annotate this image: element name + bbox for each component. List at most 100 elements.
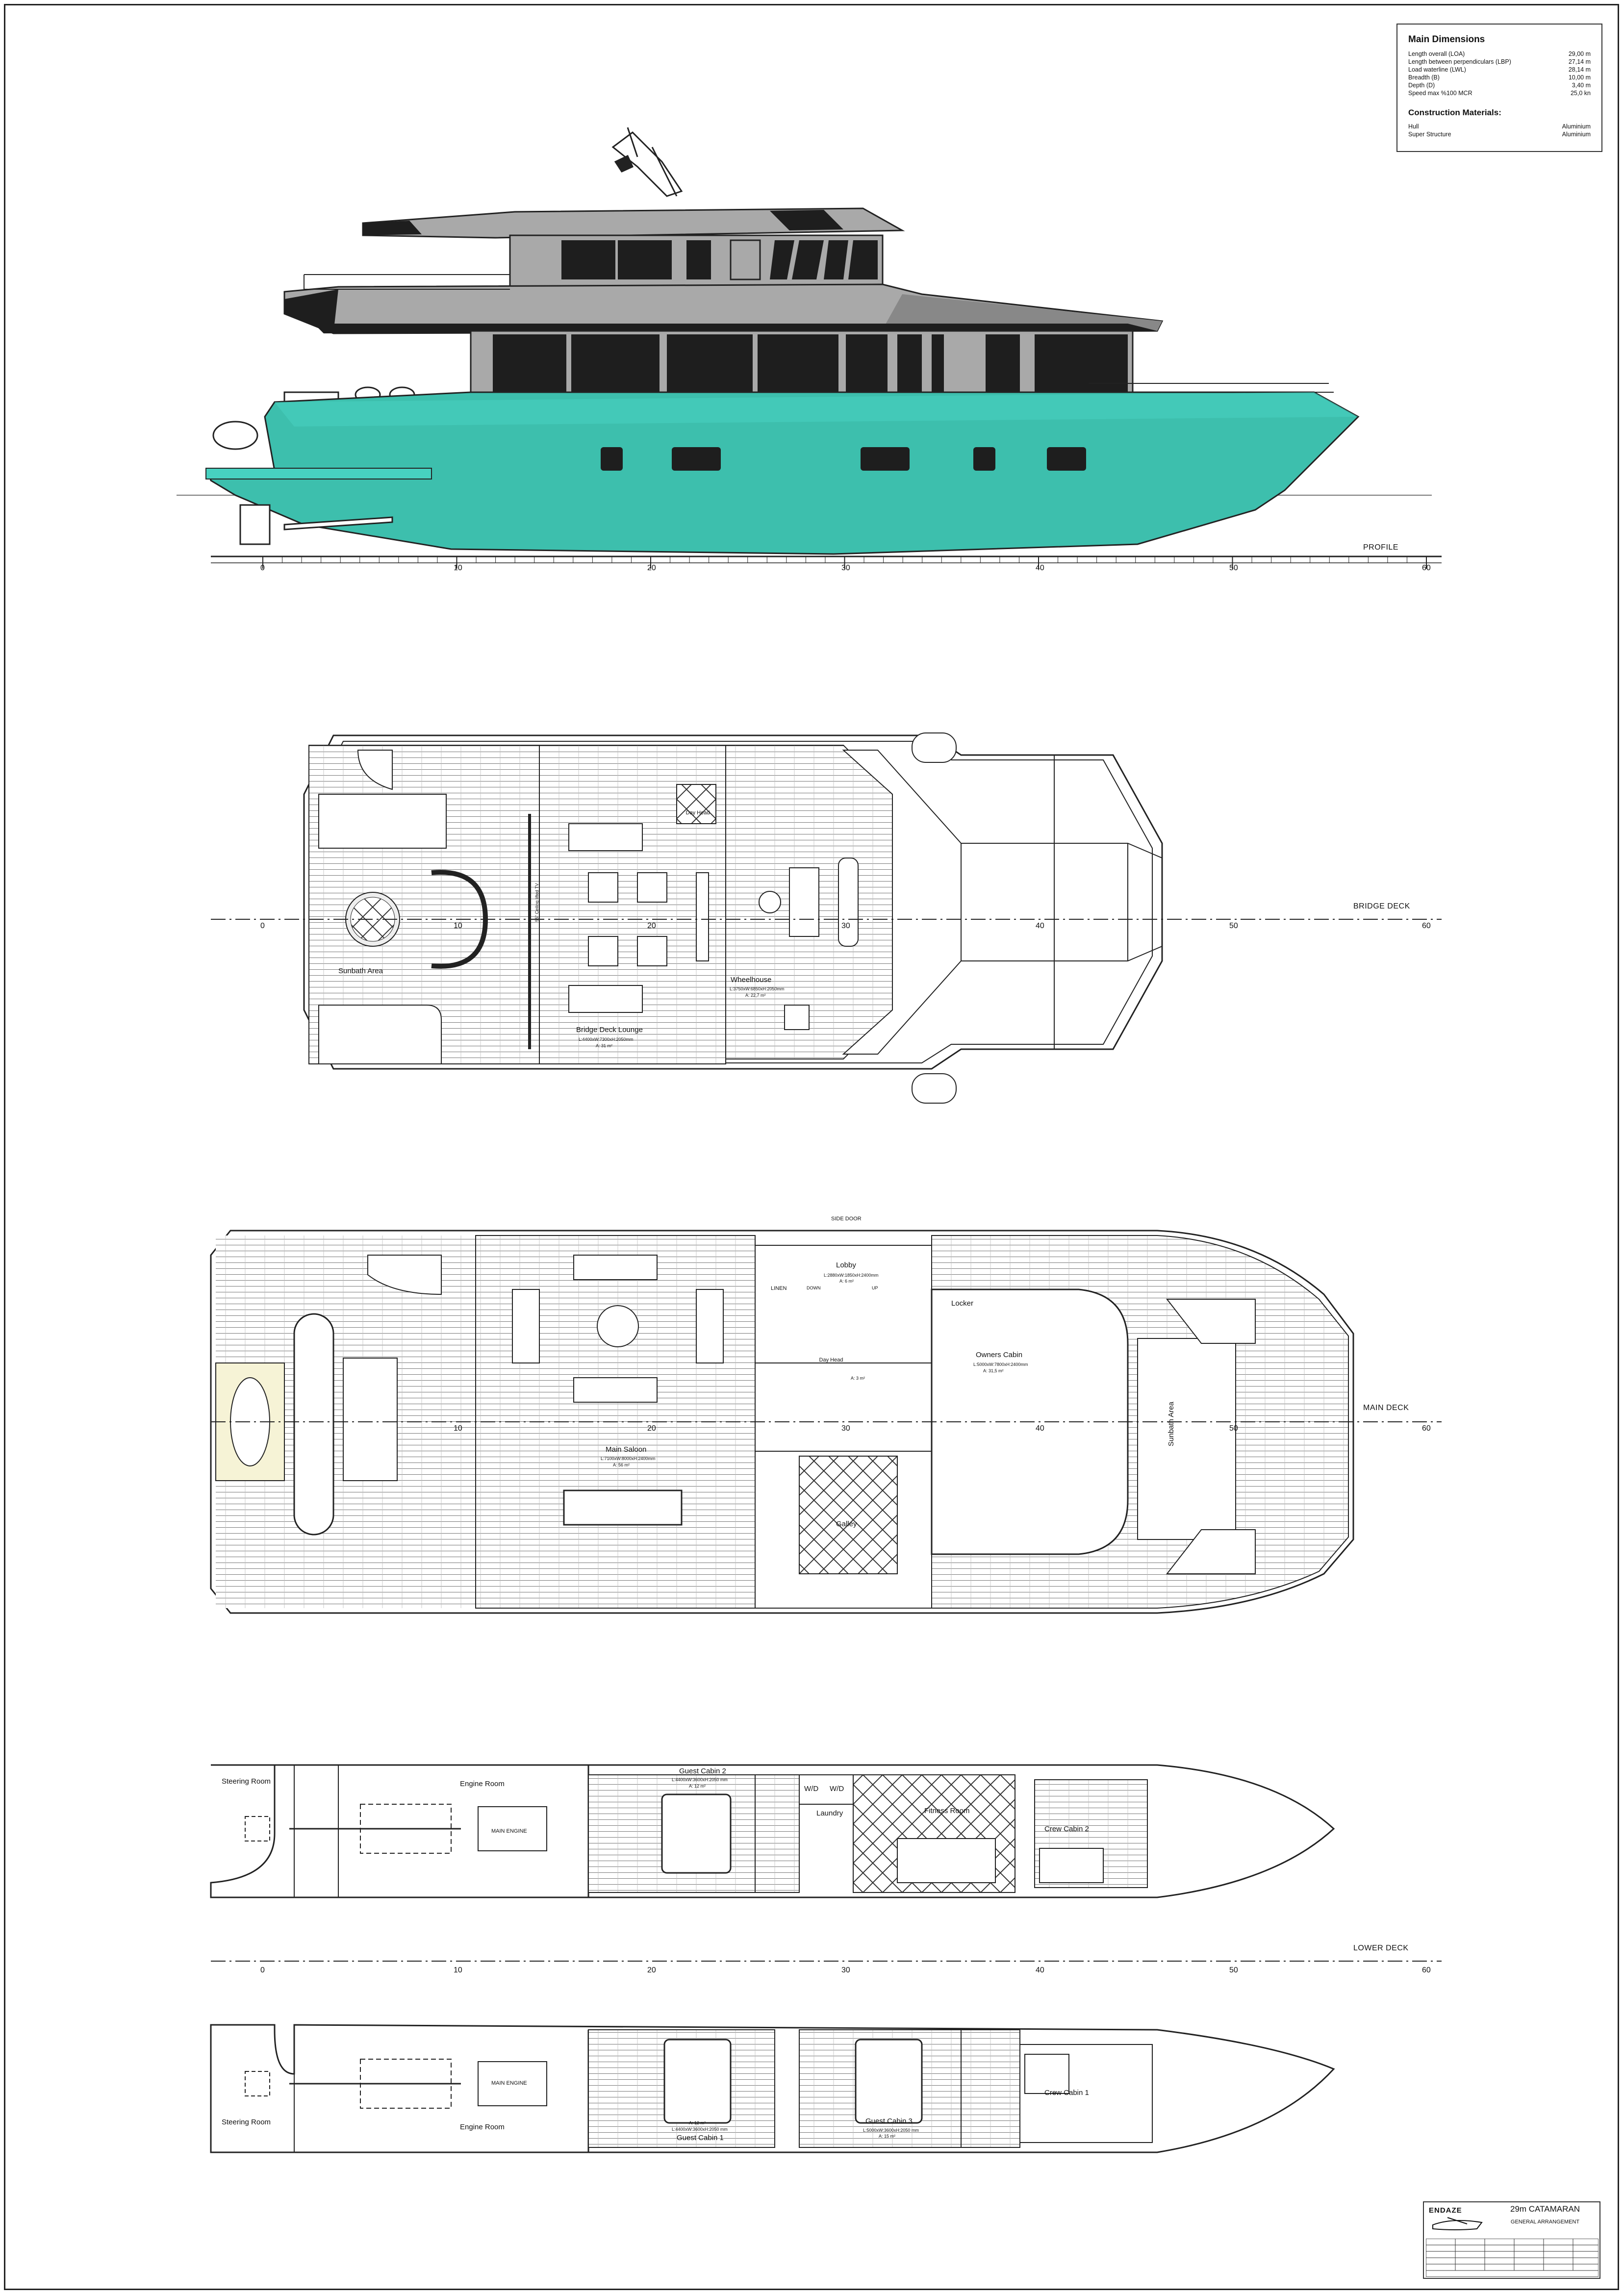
scale-tick: 0 (260, 922, 265, 930)
galley-label: Galley (836, 1520, 857, 1528)
dimension-row: Load waterline (LWL)28,14 m (1408, 66, 1591, 73)
scale-tick: 60 (1422, 1424, 1431, 1433)
bridge-sunbath-label: Sunbath Area (338, 967, 383, 975)
main-dimensions-table: Main Dimensions Length overall (LOA)29,0… (1396, 24, 1602, 152)
scale-tick: 30 (841, 922, 850, 930)
dimension-row: Breadth (B)10,00 m (1408, 74, 1591, 81)
lobby-dims: L:2880xW:1850xH:2400mm (824, 1273, 879, 1278)
scale-tick: 10 (454, 564, 462, 572)
crew-cabin-2-label: Crew Cabin 2 (1044, 1825, 1089, 1833)
profile-view (177, 127, 1442, 569)
bridge-deck-label: BRIDGE DECK (1353, 902, 1410, 910)
title-block: ENDAZE 29m CATAMARAN GENERAL ARRANGEMENT (1423, 2201, 1600, 2279)
dimension-row: Length overall (LOA)29,00 m (1408, 50, 1591, 57)
guest-cabin-1-dims: L:4400xW:3600xH:2050 mm (672, 2127, 728, 2132)
scale-tick: 20 (647, 922, 656, 930)
scale-tick: 50 (1229, 922, 1238, 930)
dimensions-title: Main Dimensions (1408, 34, 1485, 45)
bridge-lounge-area: A: 31 m² (596, 1043, 613, 1048)
hull-portholes (601, 447, 1086, 471)
materials-title: Construction Materials: (1408, 108, 1501, 117)
scale-tick: 10 (454, 922, 462, 930)
lobby-label: Lobby (836, 1261, 856, 1269)
scale-tick: 40 (1036, 564, 1044, 572)
main-sunbath-label: Sunbath Area (1167, 1402, 1175, 1446)
lower2-main-engine-label: MAIN ENGINE (491, 2080, 527, 2086)
scale-tick: 0 (260, 1966, 265, 1974)
crew-cabin-1-label: Crew Cabin 1 (1044, 2089, 1089, 2097)
lower-deck-hull-1 (210, 1764, 1335, 1898)
bridge-lounge-label: Bridge Deck Lounge (576, 1026, 643, 1034)
lower-deck-hull-2 (210, 2024, 1335, 2153)
guest-cabin-1-label: Guest Cabin 1 (677, 2134, 724, 2142)
lower2-steering-label: Steering Room (222, 2118, 271, 2126)
dimension-row: Length between perpendiculars (LBP)27,14… (1408, 58, 1591, 65)
drawing-title: GENERAL ARRANGEMENT (1510, 2219, 1580, 2225)
scale-tick: 50 (1229, 1966, 1238, 1974)
bridge-windows (561, 239, 878, 280)
main-saloon-area: A: 56 m² (613, 1463, 630, 1467)
laundry-label: Laundry (816, 1809, 843, 1817)
lower-deck-label: LOWER DECK (1353, 1944, 1409, 1952)
company-logo-icon (1432, 2217, 1483, 2230)
wd-label-1: W/D (804, 1785, 819, 1793)
bridge-lounge-dims: L:4400xW:7300xH:2050mm (579, 1037, 634, 1042)
lower1-main-engine-label: MAIN ENGINE (491, 1828, 527, 1834)
scale-tick: 10 (454, 1966, 462, 1974)
lobby-area: A: 6 m² (839, 1279, 854, 1284)
locker-label: Locker (951, 1299, 974, 1308)
scale-tick: 20 (647, 1966, 656, 1974)
guest-cabin-3-area: A: 15 m² (879, 2134, 896, 2139)
scale-tick: 50 (1229, 564, 1238, 572)
wheelhouse-dims: L:3750xW:6850xH:2050mm (730, 986, 785, 991)
scale-tick: 50 (1229, 1424, 1238, 1433)
wheelhouse-area: A: 22,7 m² (745, 993, 766, 998)
guest-cabin-3-label: Guest Cabin 3 (865, 2117, 913, 2125)
owners-cabin-label: Owners Cabin (976, 1351, 1023, 1359)
guest-cabin-1-area: A: 12 m² (689, 2120, 706, 2125)
wheelhouse-label: Wheelhouse (731, 976, 772, 984)
main-day-head-label: Day Head (819, 1357, 843, 1363)
lower1-engine-label: Engine Room (460, 1780, 505, 1788)
owners-cabin-area: A: 31,5 m² (983, 1368, 1004, 1373)
up-label: UP (872, 1286, 878, 1290)
fitness-room-label: Fitness Room (924, 1807, 970, 1815)
sheet-border (4, 4, 1619, 2290)
scale-tick: 0 (260, 564, 265, 572)
linen-label: LINEN (771, 1286, 787, 1291)
down-label: DOWN (807, 1286, 821, 1290)
scale-tick: 20 (647, 1424, 656, 1433)
guest-cabin-2-area: A: 12 m² (689, 1784, 706, 1789)
guest-cabin-2-label: Guest Cabin 2 (679, 1767, 726, 1775)
scale-tick: 60 (1422, 1966, 1431, 1974)
main-day-head-area: A: 3 m² (851, 1376, 865, 1381)
scale-tick: 30 (841, 1966, 850, 1974)
tender (212, 421, 258, 450)
lower1-steering-label: Steering Room (222, 1777, 271, 1786)
guest-cabin-2-dims: L:4400xW:3600xH:2050 mm (672, 1777, 728, 1782)
dimension-row: Depth (D)3,40 m (1408, 82, 1591, 89)
main-deck-windows (493, 334, 1128, 392)
lower2-engine-label: Engine Room (460, 2123, 505, 2131)
scale-tick: 60 (1422, 564, 1431, 572)
main-deck-label: MAIN DECK (1363, 1404, 1409, 1412)
scale-tick: 40 (1036, 922, 1044, 930)
wd-label-2: W/D (830, 1785, 844, 1793)
main-saloon-dims: L:7100xW:8000xH:2400mm (601, 1456, 656, 1461)
scale-tick: 20 (647, 564, 656, 572)
scale-tick: 60 (1422, 922, 1431, 930)
scale-tick: 40 (1036, 1424, 1044, 1433)
project-title: 29m CATAMARAN (1510, 2204, 1580, 2214)
bridge-day-head-label: Day Head (685, 810, 710, 816)
bridge-tv-label: 55" Ceiling lifted TV (534, 883, 539, 922)
lower-deck-scale (211, 1961, 1442, 1962)
company-name: ENDAZE (1429, 2206, 1462, 2215)
scale-tick: 30 (841, 564, 850, 572)
main-saloon-label: Main Saloon (606, 1445, 647, 1454)
owners-cabin-dims: L:5000xW:7800xH:2400mm (973, 1362, 1028, 1367)
scale-tick: 30 (841, 1424, 850, 1433)
